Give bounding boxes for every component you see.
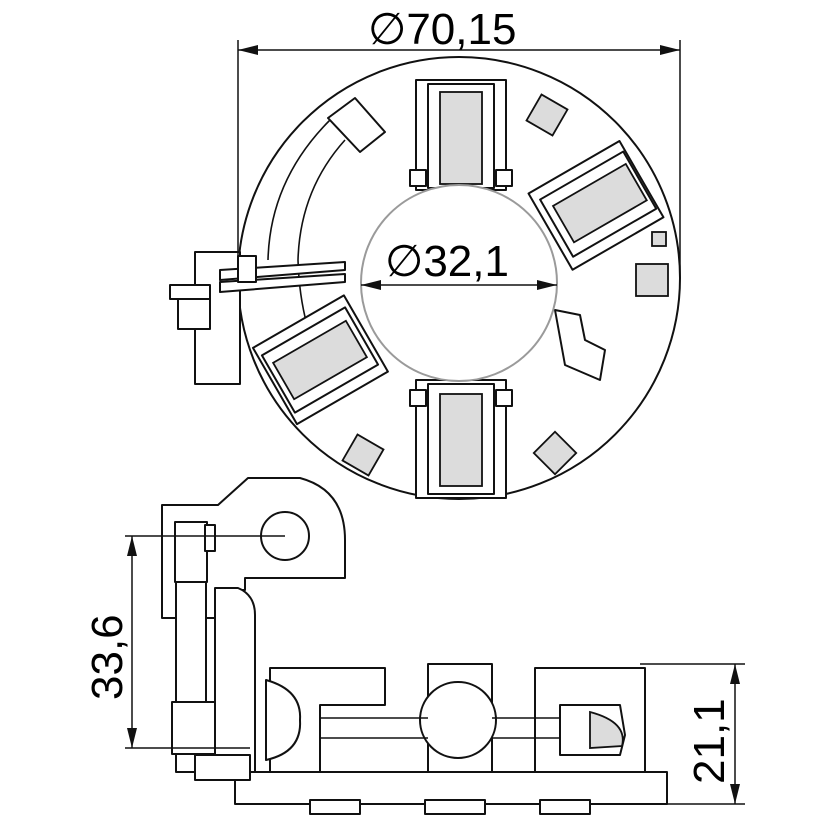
dim-outer-diameter: ∅70,15 bbox=[237, 5, 681, 278]
dim-inner-diameter: ∅32,1 bbox=[361, 237, 557, 290]
inner-diameter-symbol: ∅ bbox=[385, 237, 423, 286]
window-top-right bbox=[525, 93, 569, 137]
side-view: 33,6 21,1 bbox=[83, 477, 745, 815]
riser-plate bbox=[214, 587, 256, 773]
terminal-post bbox=[174, 521, 208, 583]
window-bottom-right bbox=[532, 430, 578, 476]
brush-holder-upper-right bbox=[527, 140, 665, 271]
inner-diameter-value: 32,1 bbox=[423, 237, 509, 286]
window-small-right bbox=[651, 231, 667, 247]
right-tab bbox=[554, 309, 606, 381]
window-right bbox=[635, 263, 669, 297]
outer-diameter-value: 70,15 bbox=[406, 5, 516, 54]
brush-holder-top bbox=[409, 79, 513, 191]
height-body-value: 21,1 bbox=[685, 698, 734, 784]
commutator-bore bbox=[360, 184, 558, 382]
brush-holder-bottom bbox=[409, 379, 513, 499]
brush-holder-lower-left bbox=[251, 294, 389, 426]
base-plate bbox=[234, 771, 668, 805]
height-total-value: 33,6 bbox=[83, 614, 132, 700]
dim-height-total: 33,6 bbox=[83, 535, 285, 749]
top-view: ∅70,15 ∅32,1 bbox=[169, 5, 681, 500]
dim-height-body: 21,1 bbox=[640, 663, 745, 805]
svg-text:∅32,1: ∅32,1 bbox=[385, 237, 509, 286]
svg-text:∅70,15: ∅70,15 bbox=[368, 5, 516, 54]
upper-left-clip bbox=[327, 97, 386, 153]
window-bottom-left bbox=[341, 433, 385, 477]
side-housing-center bbox=[419, 663, 497, 773]
side-housing-left bbox=[265, 667, 386, 773]
side-housing-right bbox=[534, 667, 646, 773]
terminal-bracket bbox=[169, 251, 346, 385]
outer-diameter-symbol: ∅ bbox=[368, 5, 406, 54]
inner-plate-arc bbox=[267, 119, 331, 261]
